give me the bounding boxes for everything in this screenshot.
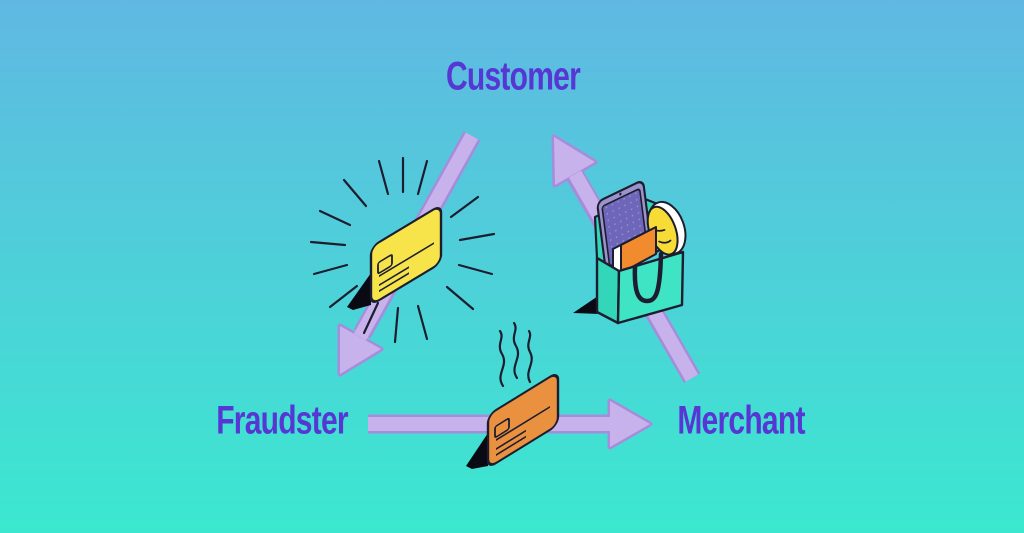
card-chip — [494, 417, 510, 438]
card-chip — [377, 254, 393, 274]
tablet-camera-dot — [619, 192, 622, 196]
label-merchant: Merchant — [677, 398, 805, 443]
bag-left-face — [595, 256, 621, 325]
bag-handle — [632, 251, 664, 304]
smoking-credit-card-icon — [466, 321, 560, 469]
label-customer: Customer — [445, 54, 581, 99]
shiny-credit-card-icon — [309, 156, 496, 344]
card-shadow — [347, 273, 371, 310]
card-shadow — [466, 433, 488, 469]
shopping-bag-icon — [573, 181, 687, 325]
bag-shadow — [573, 294, 601, 314]
smoke-wisps — [498, 321, 533, 388]
label-fraudster: Fraudster — [216, 398, 348, 443]
shine-lines — [309, 156, 496, 344]
